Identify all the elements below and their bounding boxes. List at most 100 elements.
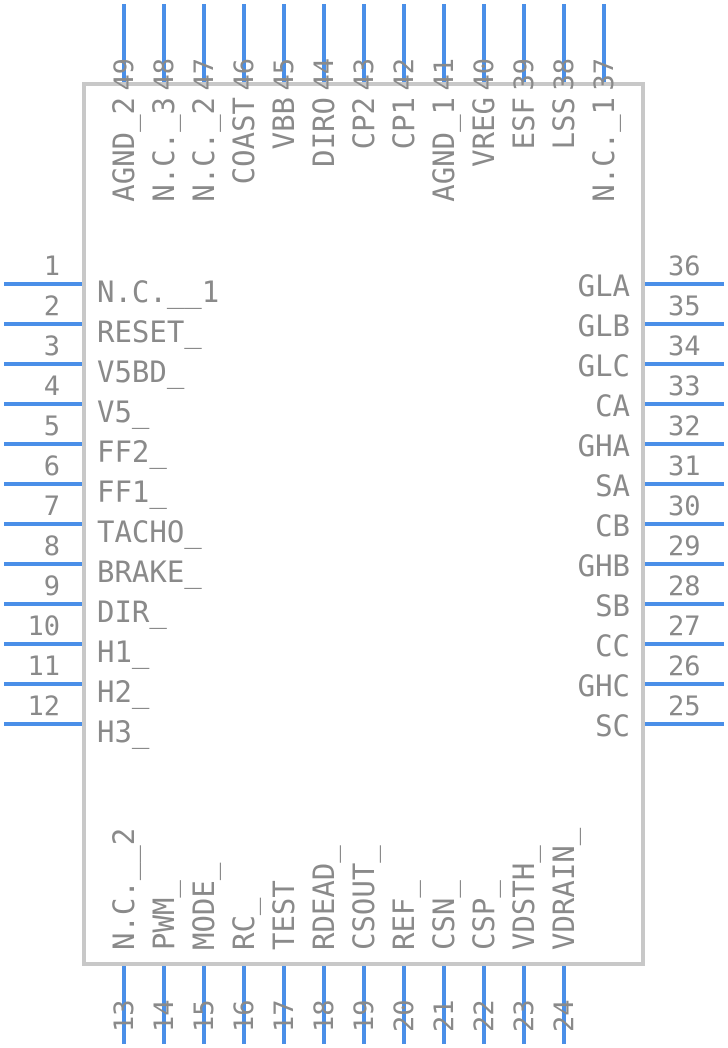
pin-9-label: DIR_ (97, 595, 167, 630)
pin-15-number: 15 (189, 999, 220, 1032)
pin-44-number: 44 (309, 58, 340, 91)
pin-37-label: N.C._1 (587, 97, 622, 202)
pin-10-number: 10 (27, 611, 60, 642)
pin-34-number: 34 (668, 331, 701, 362)
pin-5-number: 5 (44, 411, 60, 442)
pin-8-number: 8 (44, 531, 60, 562)
pin-19-label: CSOUT_ (347, 845, 382, 950)
pin-11-number: 11 (27, 651, 60, 682)
pin-41-number: 41 (429, 58, 460, 91)
pin-3-label: V5BD_ (97, 355, 185, 390)
pin-32-number: 32 (668, 411, 701, 442)
pin-12-number: 12 (27, 691, 60, 722)
pin-21-label: CSN_ (427, 880, 462, 950)
pin-2-label: RESET_ (97, 315, 202, 350)
pin-33-number: 33 (668, 371, 701, 402)
pin-44-label: DIRO (307, 97, 341, 167)
pin-8-label: BRAKE_ (97, 555, 202, 590)
pin-12-label: H3_ (97, 715, 150, 750)
pin-29-number: 29 (668, 531, 701, 562)
pin-25-label: SC (595, 709, 630, 743)
pin-6-number: 6 (44, 451, 60, 482)
pin-30-label: CB (595, 509, 630, 543)
pin-32-label: GHA (578, 429, 630, 463)
pin-26-number: 26 (668, 651, 701, 682)
pin-48-number: 48 (149, 58, 180, 91)
pin-16-number: 16 (229, 999, 260, 1032)
pin-1-label: N.C.__1 (97, 275, 219, 310)
pin-1-number: 1 (44, 251, 60, 282)
pin-27-number: 27 (668, 611, 701, 642)
pin-18-label: RDEAD_ (307, 845, 342, 950)
pin-6-label: FF1_ (97, 475, 167, 510)
pin-2-number: 2 (44, 291, 60, 322)
pin-43-label: CP2 (347, 97, 381, 149)
pin-22-number: 22 (469, 999, 500, 1032)
pin-24-label: VDRAIN_ (547, 827, 582, 950)
pin-20-number: 20 (389, 999, 420, 1032)
pin-20-label: REF_ (387, 880, 422, 950)
pin-28-number: 28 (668, 571, 701, 602)
pin-36-number: 36 (668, 251, 701, 282)
pin-40-number: 40 (469, 58, 500, 91)
pin-26-label: GHC (578, 669, 630, 703)
pin-46-label: COAST (227, 97, 261, 184)
pin-21-number: 21 (429, 999, 460, 1032)
pin-38-number: 38 (549, 58, 580, 91)
pin-42-label: CP1 (387, 97, 421, 149)
pin-4-label: V5_ (97, 395, 150, 430)
pin-47-number: 47 (189, 58, 220, 91)
pin-13-number: 13 (109, 999, 140, 1032)
pin-43-number: 43 (349, 58, 380, 91)
pin-39-number: 39 (509, 58, 540, 91)
pin-13-label: N.C.__2 (107, 828, 142, 950)
pin-49-label: AGND_2 (107, 97, 142, 202)
pin-34-label: GLC (578, 349, 630, 383)
pin-36-label: GLA (578, 269, 630, 303)
pin-23-number: 23 (509, 999, 540, 1032)
pin-38-label: LSS (547, 97, 581, 149)
pin-22-label: CSP_ (467, 880, 502, 950)
pin-14-number: 14 (149, 999, 180, 1032)
pin-31-label: SA (595, 469, 630, 503)
pin-17-number: 17 (269, 999, 300, 1032)
pin-15-label: MODE_ (187, 862, 222, 950)
pin-17-label: TEST (267, 880, 301, 950)
pin-5-label: FF2_ (97, 435, 167, 470)
pin-35-label: GLB (578, 309, 630, 343)
pin-35-number: 35 (668, 291, 701, 322)
pin-9-number: 9 (44, 571, 60, 602)
pin-25-number: 25 (668, 691, 701, 722)
pin-19-number: 19 (349, 999, 380, 1032)
pin-33-label: CA (595, 389, 630, 423)
pin-28-label: SB (595, 589, 630, 623)
pin-45-label: VBB (267, 97, 301, 149)
pin-11-label: H2_ (97, 675, 150, 710)
pin-7-number: 7 (44, 491, 60, 522)
pin-27-label: CC (595, 629, 630, 663)
ic-body (82, 82, 645, 966)
pin-7-label: TACHO_ (97, 515, 202, 550)
pin-41-label: AGND_1 (427, 97, 462, 202)
pin-18-number: 18 (309, 999, 340, 1032)
pin-40-label: VREG (467, 97, 501, 167)
pin-39-label: ESF (507, 97, 541, 149)
pin-48-label: N.C._3 (147, 97, 182, 202)
pin-37-number: 37 (589, 58, 620, 91)
pin-47-label: N.C._2 (187, 97, 222, 202)
pin-42-number: 42 (389, 58, 420, 91)
pin-29-label: GHB (578, 549, 630, 583)
pin-4-number: 4 (44, 371, 60, 402)
pin-14-label: PWM_ (147, 880, 182, 950)
pin-30-number: 30 (668, 491, 701, 522)
pin-45-number: 45 (269, 58, 300, 91)
pin-46-number: 46 (229, 58, 260, 91)
pin-24-number: 24 (549, 999, 580, 1032)
pin-16-label: RC_ (227, 897, 262, 950)
pin-10-label: H1_ (97, 635, 150, 670)
pin-23-label: VDSTH_ (507, 845, 542, 950)
pin-31-number: 31 (668, 451, 701, 482)
pin-3-number: 3 (44, 331, 60, 362)
